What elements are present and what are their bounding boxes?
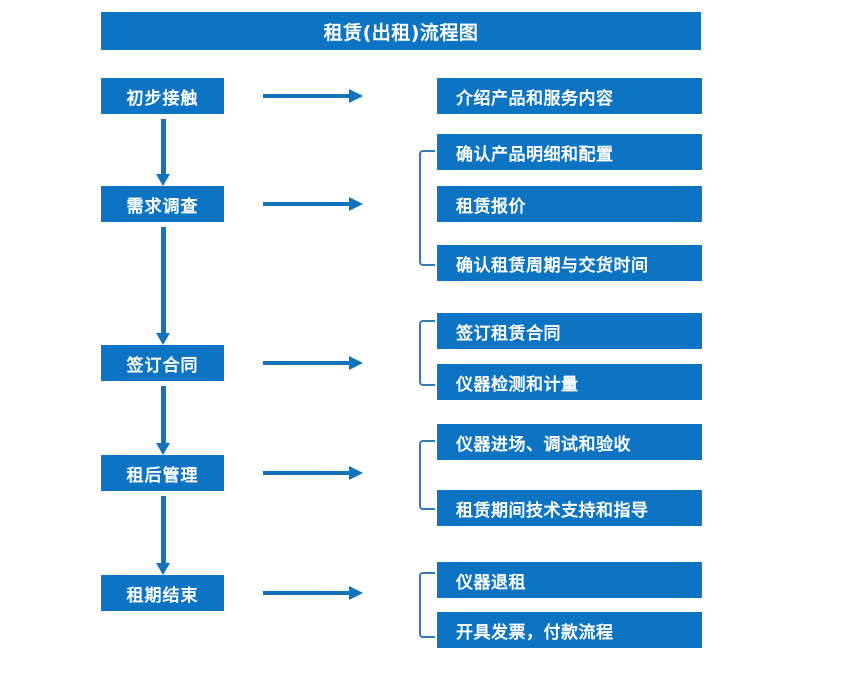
- arrow-head: [349, 197, 363, 211]
- arrow-head: [349, 89, 363, 103]
- arrow-head: [156, 174, 170, 186]
- detail-arrow-right-2: [263, 197, 363, 211]
- detail-box-确认产品明细和配置[interactable]: 确认产品明细和配置: [437, 134, 702, 170]
- flow-arrow-down-3: [156, 386, 170, 455]
- arrow-head: [156, 333, 170, 345]
- detail-box-仪器检测和计量[interactable]: 仪器检测和计量: [437, 364, 702, 400]
- group-bracket-5: [419, 572, 435, 638]
- arrow-shaft: [263, 591, 351, 595]
- flow-arrow-down-4: [156, 496, 170, 575]
- arrow-shaft: [263, 471, 351, 475]
- arrow-shaft: [161, 386, 166, 443]
- detail-arrow-right-3: [263, 356, 363, 370]
- stage-box-租后管理[interactable]: 租后管理: [101, 455, 224, 491]
- arrow-head: [349, 586, 363, 600]
- group-bracket-3: [419, 320, 435, 386]
- detail-arrow-right-1: [263, 89, 363, 103]
- arrow-shaft: [161, 119, 166, 174]
- page-title: 租赁(出租)流程图: [101, 12, 701, 50]
- arrow-head: [156, 563, 170, 575]
- detail-arrow-right-5: [263, 586, 363, 600]
- detail-box-介绍产品和服务内容[interactable]: 介绍产品和服务内容: [437, 78, 702, 114]
- stage-box-初步接触[interactable]: 初步接触: [101, 78, 224, 114]
- detail-box-租赁期间技术支持和指导[interactable]: 租赁期间技术支持和指导: [437, 490, 702, 526]
- detail-box-开具发票付款流程[interactable]: 开具发票，付款流程: [437, 612, 702, 648]
- detail-box-确认租赁周期与交货时间[interactable]: 确认租赁周期与交货时间: [437, 245, 702, 281]
- group-bracket-4: [419, 440, 435, 510]
- detail-box-仪器退租[interactable]: 仪器退租: [437, 562, 702, 598]
- arrow-head: [156, 443, 170, 455]
- arrow-shaft: [161, 496, 166, 563]
- group-bracket-2: [419, 150, 435, 266]
- arrow-shaft: [263, 94, 351, 98]
- arrow-head: [349, 356, 363, 370]
- flow-arrow-down-2: [156, 227, 170, 345]
- detail-arrow-right-4: [263, 466, 363, 480]
- flow-arrow-down-1: [156, 119, 170, 186]
- stage-box-签订合同[interactable]: 签订合同: [101, 345, 224, 381]
- arrow-shaft: [161, 227, 166, 333]
- detail-box-仪器进场调试和验收[interactable]: 仪器进场、调试和验收: [437, 424, 702, 460]
- detail-box-签订租赁合同[interactable]: 签订租赁合同: [437, 313, 702, 349]
- stage-box-需求调查[interactable]: 需求调查: [101, 186, 224, 222]
- detail-box-租赁报价[interactable]: 租赁报价: [437, 186, 702, 222]
- stage-box-租期结束[interactable]: 租期结束: [101, 575, 224, 611]
- arrow-shaft: [263, 202, 351, 206]
- arrow-shaft: [263, 361, 351, 365]
- arrow-head: [349, 466, 363, 480]
